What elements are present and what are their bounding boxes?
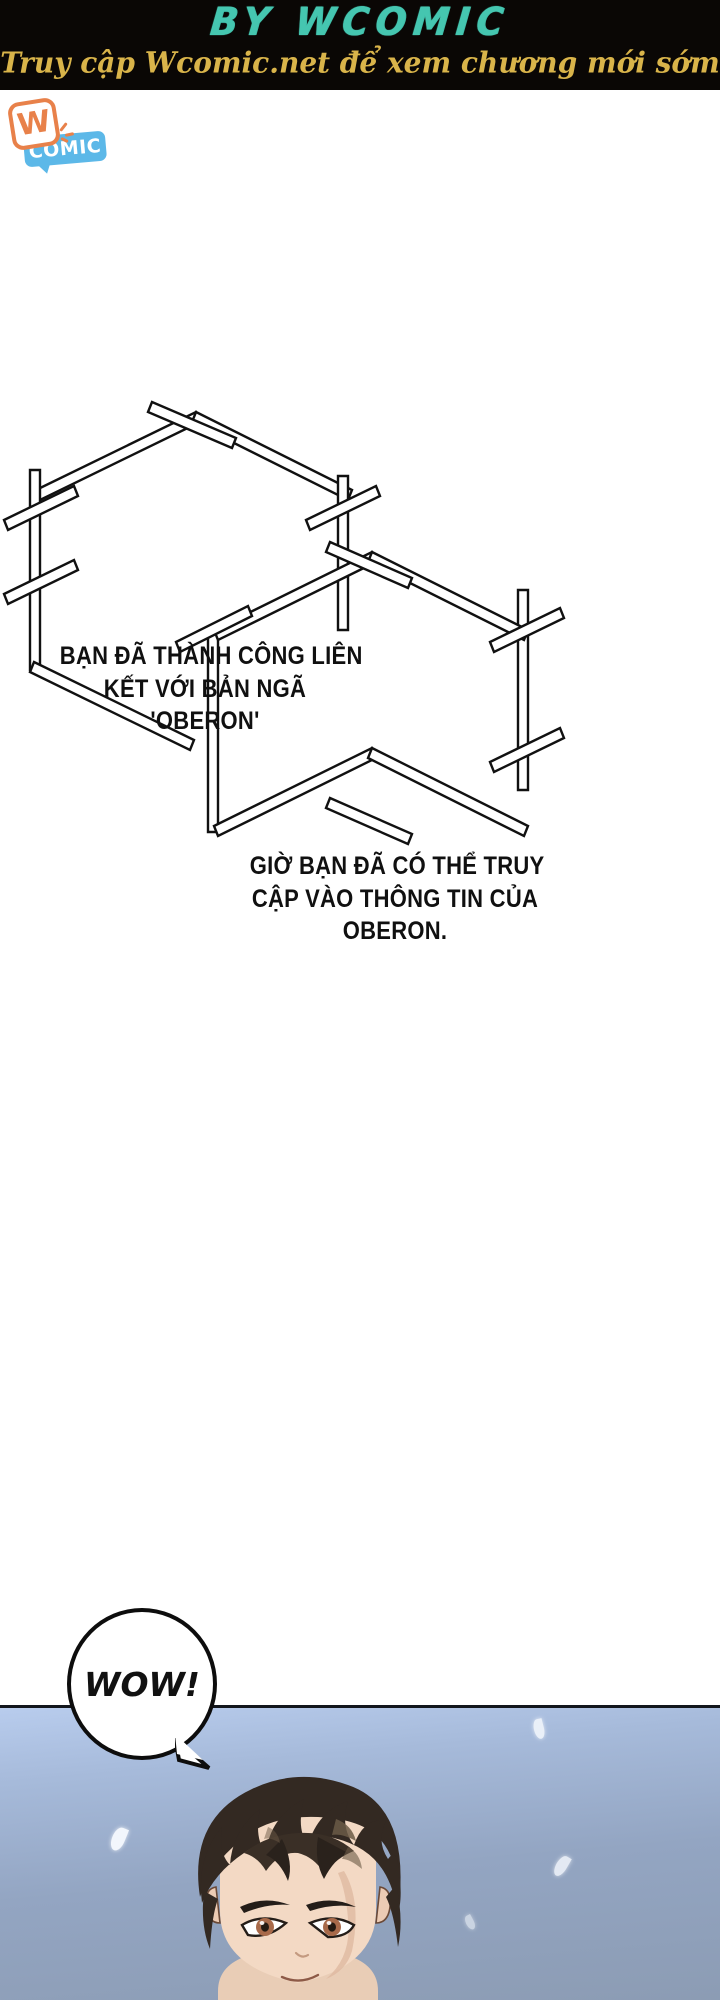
system-window-frame (0, 380, 580, 860)
system-message-1-line-1: BẠN ĐÃ THÀNH CÔNG LIÊN (59, 642, 363, 670)
system-message-1: BẠN ĐÃ THÀNH CÔNG LIÊN KẾT VỚI BẢN NGÃ '… (59, 640, 363, 738)
system-message-2: GIỜ BẠN ĐÃ CÓ THỂ TRUY CẬP VÀO THÔNG TIN… (249, 850, 545, 948)
logo-w-letter: W (14, 103, 54, 144)
wow-speech-bubble: WOW! (67, 1608, 217, 1760)
sparkle-icon (59, 122, 68, 132)
system-message-1-line-3: 'OBERON' (150, 707, 260, 735)
logo-w-mark: W (6, 96, 62, 152)
banner-title: BY WCOMIC (207, 0, 513, 45)
banner-subtitle: Truy cập Wcomic.net để xem chương mới sớ… (0, 45, 720, 80)
horizon-line (0, 1705, 720, 1708)
character-illustration (148, 1761, 448, 2000)
system-message-2-line-3: OBERON. (342, 917, 448, 945)
wcomic-logo[interactable]: COMIC W (6, 96, 116, 168)
system-message-2-line-1: GIỜ BẠN ĐÃ CÓ THỂ TRUY (249, 852, 545, 880)
wow-speech-text: WOW! (84, 1664, 200, 1704)
system-message-2-line-2: CẬP VÀO THÔNG TIN CỦA (251, 884, 539, 913)
system-message-1-line-2: KẾT VỚI BẢN NGÃ (103, 674, 307, 703)
watermark-banner: BY WCOMIC Truy cập Wcomic.net để xem chư… (0, 0, 720, 90)
